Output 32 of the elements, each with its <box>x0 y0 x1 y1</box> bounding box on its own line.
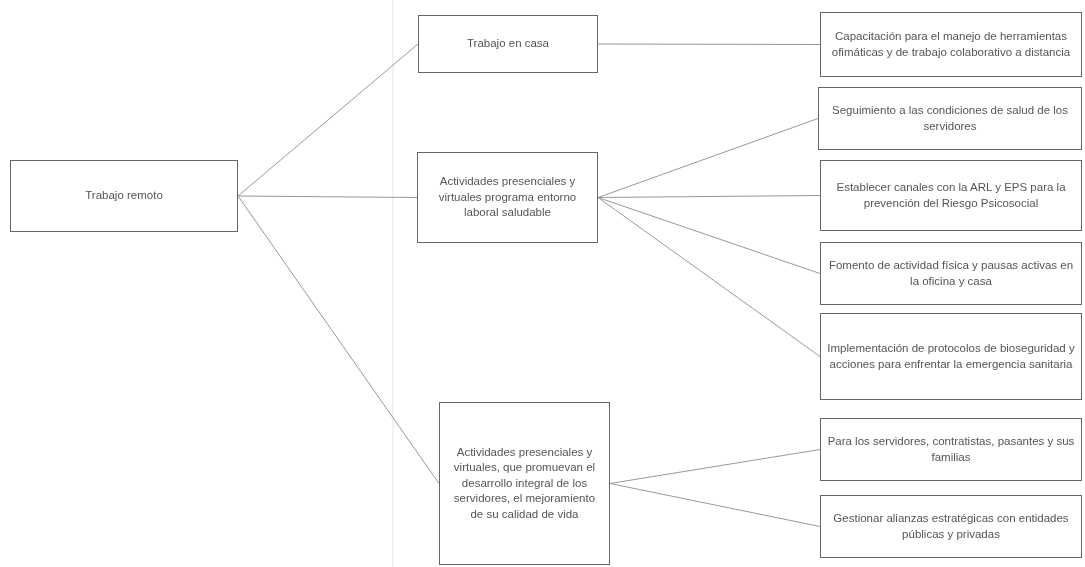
text-box <box>439 402 610 565</box>
connector-line <box>237 195 418 198</box>
text-box <box>417 152 598 243</box>
text-box <box>10 160 238 232</box>
box-label: Capacitación para el manejo de herramientas ofimáticas y de trabajo colaborativo a distancia <box>830 29 1072 60</box>
box-label: Actividades presenciales y virtuales, que promuevan el desarrollo integral de los servidores, el mejoramiento de su calidad de vida <box>452 444 597 522</box>
connector-line <box>597 197 821 274</box>
box-label: Seguimiento a las condiciones de salud de los servidores <box>831 103 1069 134</box>
connector-line <box>237 195 440 484</box>
text-box <box>820 495 1082 558</box>
connector-line <box>597 118 819 198</box>
text-box <box>820 160 1082 231</box>
box-label: Implementación de protocolos de bioseguridad y acciones para enfrentar la emergencia sanitaria <box>827 341 1075 372</box>
box-label: Para los servidores, contratistas, pasantes y sus familias <box>827 434 1075 465</box>
box-label: Establecer canales con la ARL y EPS para la prevención del Riesgo Psicosocial <box>835 180 1067 211</box>
box-label: Trabajo en casa <box>466 36 549 52</box>
box-label: Fomento de actividad física y pausas activas en la oficina y casa <box>827 258 1075 289</box>
connector-line <box>597 43 821 45</box>
box-label: Actividades presenciales y virtuales programa entorno laboral saludable <box>437 174 578 221</box>
text-box <box>820 242 1082 305</box>
text-box <box>820 418 1082 481</box>
connector-line <box>609 483 821 527</box>
text-box <box>418 15 598 73</box>
connector-line <box>609 449 821 484</box>
box-label: Gestionar alianzas estratégicas con entidades públicas y privadas <box>832 511 1070 542</box>
connector-line <box>237 43 419 197</box>
connector-line <box>597 197 821 357</box>
box-label: Trabajo remoto <box>85 188 163 204</box>
connector-line <box>597 195 821 198</box>
text-box <box>820 12 1082 77</box>
text-box <box>818 87 1082 150</box>
text-box <box>820 313 1082 400</box>
